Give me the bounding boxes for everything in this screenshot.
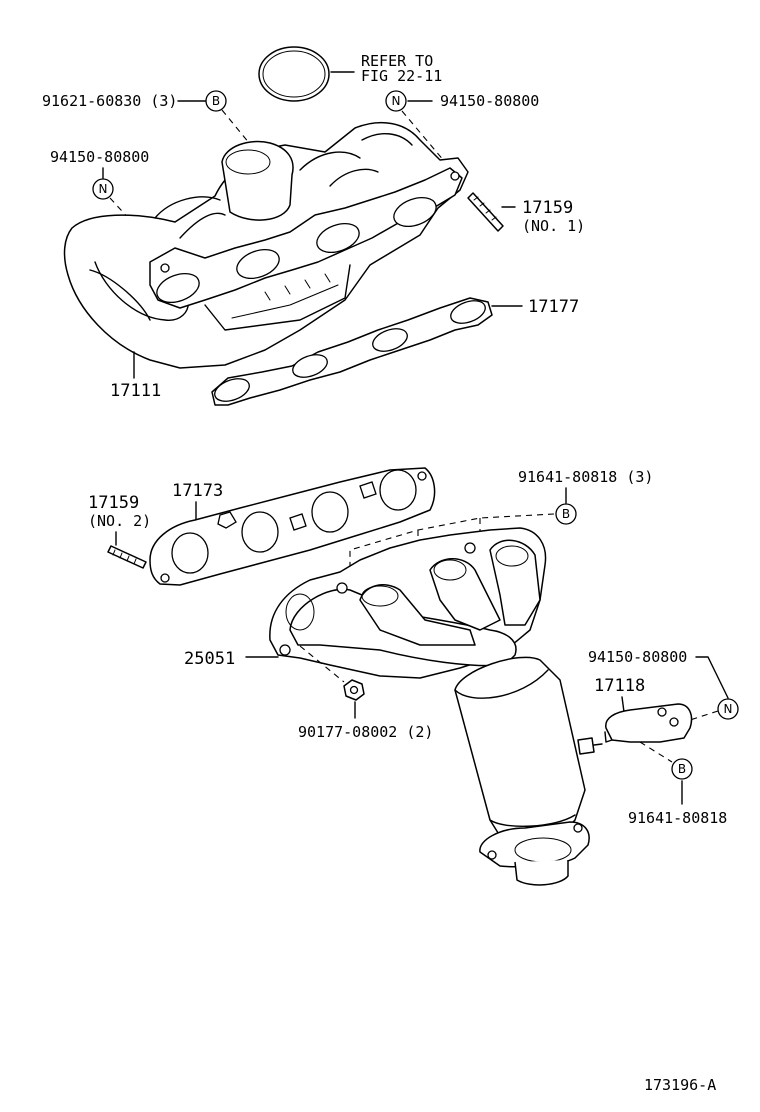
label-stud-no1-note: (NO. 1) [522, 217, 585, 235]
bolt-b-bracket-letter: B [678, 762, 686, 776]
exhaust-manifold [269, 527, 603, 886]
refer-text-line2: FIG 22-11 [361, 67, 442, 85]
nut-n-top-left-callout: N [92, 178, 114, 200]
intake-manifold [63, 121, 469, 369]
bolt-b-top-callout: B [205, 90, 227, 112]
bolt-b-exhaust-callout: B [555, 503, 577, 525]
nut-n-top-right-letter: N [392, 94, 401, 108]
dashline-nut-n-top-right [401, 110, 451, 169]
label-exhaust-manifold: 25051 [184, 649, 235, 669]
leader-nut-n-bracket [695, 656, 729, 699]
dashline-nut-exhaust [299, 645, 345, 683]
exhaust-gasket [149, 467, 436, 586]
refer-text-line1: REFER TO [361, 52, 433, 70]
intake-gasket [211, 297, 493, 406]
bolt-b-top-letter: B [212, 94, 220, 108]
leader-bracket [621, 696, 625, 713]
nut-n-top-right-callout: N [385, 90, 407, 112]
dashline-bolt-b-bracket [639, 741, 673, 763]
o-ring [258, 46, 330, 102]
bracket [604, 703, 693, 743]
nut-n-bracket-callout: N [717, 698, 739, 720]
label-nut-exhaust: 90177-08002 (2) [298, 723, 433, 741]
label-exhaust-gasket: 17173 [172, 481, 223, 501]
label-bolt-b-top: 91621-60830 (3) [42, 92, 177, 110]
stud-no2 [107, 545, 147, 569]
stud-no1 [467, 192, 504, 232]
label-nut-n-bracket: 94150-80800 [588, 648, 687, 666]
figure-number: 173196-A [644, 1076, 716, 1094]
label-intake-gasket: 17177 [528, 297, 579, 317]
label-nut-n-top-right: 94150-80800 [440, 92, 539, 110]
label-stud-no2-note: (NO. 2) [88, 512, 151, 530]
bolt-b-exhaust-letter: B [562, 507, 570, 521]
bolt-b-bracket-callout: B [671, 758, 693, 780]
nut-n-top-left-letter: N [99, 182, 108, 196]
label-bolt-b-bracket: 91641-80818 [628, 809, 727, 827]
dashline-nut-n-bracket [689, 710, 719, 721]
label-intake-manifold: 17111 [110, 381, 161, 401]
label-bracket: 17118 [594, 676, 645, 696]
label-stud-no2-part: 17159 [88, 493, 139, 513]
nut-n-bracket-letter: N [724, 702, 733, 716]
label-bolt-b-exhaust: 91641-80818 (3) [518, 468, 653, 486]
label-nut-n-top-left: 94150-80800 [50, 148, 149, 166]
label-stud-no1-part: 17159 [522, 198, 573, 218]
exhaust-nut [343, 679, 365, 701]
